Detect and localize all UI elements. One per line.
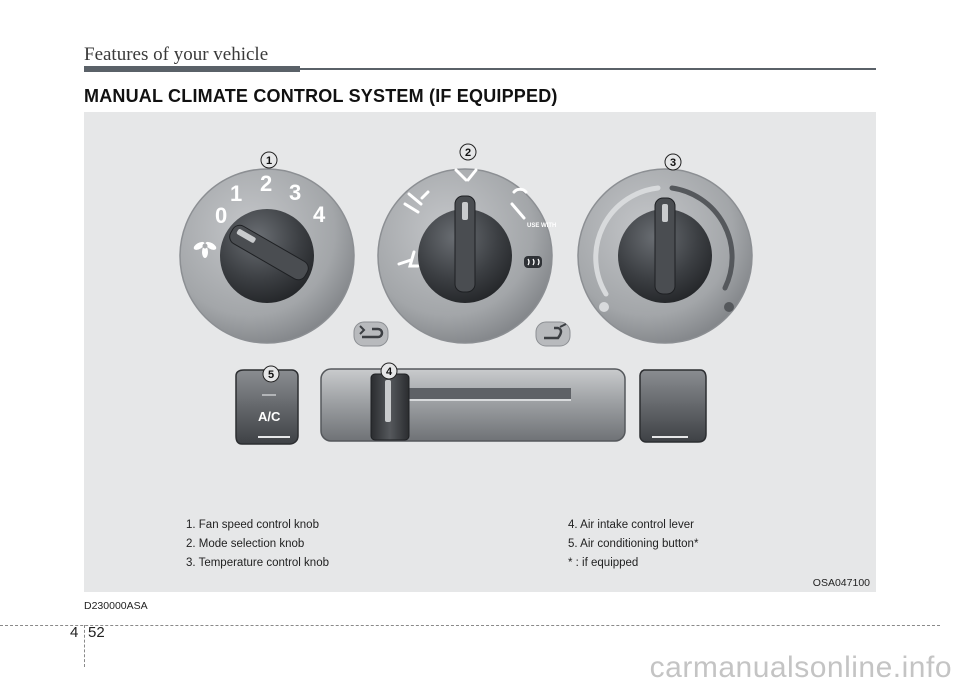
svg-text:4: 4 xyxy=(386,366,393,378)
fan-number-4: 4 xyxy=(313,202,326,227)
air-intake-slider-track xyxy=(320,368,626,442)
running-title: Features of your vehicle xyxy=(84,44,269,65)
page-number: 52 xyxy=(88,624,105,641)
watermark: carmanualsonline.info xyxy=(649,651,952,684)
cold-dot xyxy=(599,302,609,312)
fan-number-0: 0 xyxy=(215,203,227,228)
figure-code: OSA047100 xyxy=(812,577,870,589)
footer-divider xyxy=(84,625,85,667)
legend-right: 4. Air intake control lever 5. Air condi… xyxy=(568,516,698,573)
defrost-icon xyxy=(524,256,542,268)
fan-number-2: 2 xyxy=(260,171,272,196)
callout-5: 5 xyxy=(262,365,280,383)
face-vent-icon xyxy=(403,190,430,214)
fan-number-1: 1 xyxy=(230,181,242,206)
legend-item: 5. Air conditioning button* xyxy=(568,538,699,550)
floor-icon xyxy=(397,250,420,268)
callout-2: 2 xyxy=(459,143,477,161)
hot-dot xyxy=(724,302,734,312)
legend-item: 4. Air intake control lever xyxy=(568,519,694,531)
legend-item: 2. Mode selection knob xyxy=(186,538,305,550)
svg-text:1: 1 xyxy=(266,155,272,167)
footer-rule xyxy=(0,625,940,626)
temperature-knob[interactable] xyxy=(618,197,712,303)
mode-knob[interactable] xyxy=(418,195,512,303)
fan-icon xyxy=(193,241,217,258)
fresh-air-icon xyxy=(535,321,571,347)
legend-left: 1. Fan speed control knob 2. Mode select… xyxy=(186,516,329,573)
legend-item: * : if equipped xyxy=(568,557,639,569)
ac-label: A/C xyxy=(258,409,281,424)
bi-level-icon xyxy=(454,168,478,182)
legend-item: 1. Fan speed control knob xyxy=(186,519,319,531)
ac-button[interactable]: A/C xyxy=(235,369,299,445)
fan-number-3: 3 xyxy=(289,180,301,205)
callout-1: 1 xyxy=(260,151,278,169)
floor-defrost-icon xyxy=(510,187,528,220)
section-title: MANUAL CLIMATE CONTROL SYSTEM (IF EQUIPP… xyxy=(84,86,558,106)
callout-3: 3 xyxy=(664,153,682,171)
right-button[interactable] xyxy=(639,369,707,443)
climate-panel-illustration: 0 1 2 3 4 xyxy=(179,143,753,445)
climate-control-figure: 0 1 2 3 4 xyxy=(84,112,876,592)
header-rule-thick xyxy=(84,66,300,72)
temp-arc-hot xyxy=(669,185,735,291)
temp-arc-cold xyxy=(593,185,661,297)
svg-text:5: 5 xyxy=(268,369,274,381)
recirculation-icon xyxy=(353,321,389,347)
document-code: D230000ASA xyxy=(84,600,148,612)
air-intake-lever[interactable] xyxy=(370,373,410,441)
svg-text:2: 2 xyxy=(465,147,471,159)
svg-text:3: 3 xyxy=(670,157,676,169)
chapter-number: 4 xyxy=(70,624,79,641)
header-rule-thin xyxy=(300,68,876,70)
fan-speed-knob[interactable] xyxy=(220,209,314,303)
use-with-label: USE WITH xyxy=(527,223,556,229)
callout-4: 4 xyxy=(380,362,398,380)
legend-item: 3. Temperature control knob xyxy=(186,557,329,569)
